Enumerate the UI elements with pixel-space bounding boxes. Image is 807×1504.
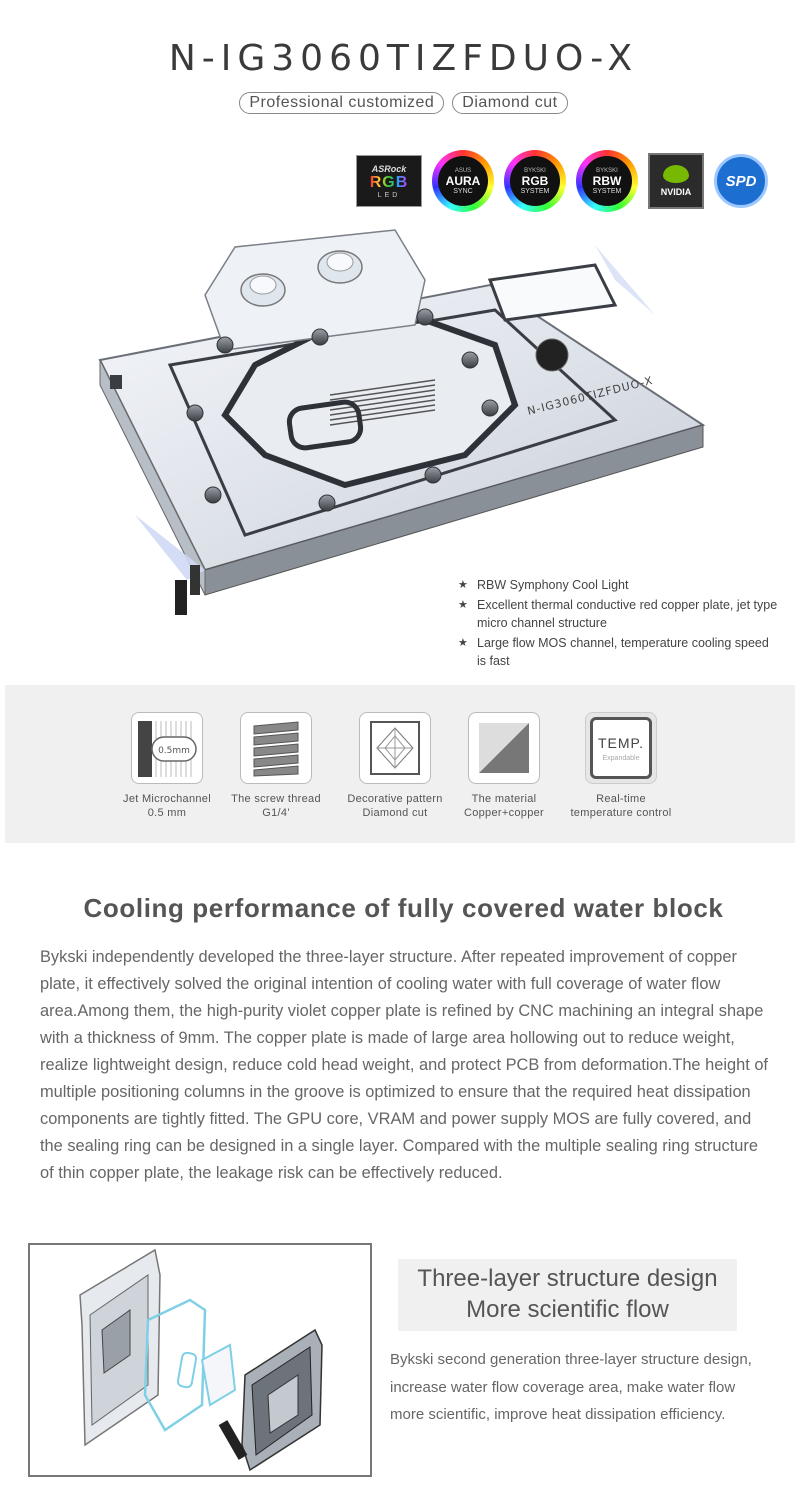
asrock-rgb: RGB xyxy=(369,173,409,191)
feature-item: ★ Excellent thermal conductive red copper… xyxy=(458,596,778,632)
aura-sync-logo: ASUS AURA SYNC xyxy=(432,150,494,212)
tag-diamond-cut: Diamond cut xyxy=(452,92,568,114)
temp-icon-subtext: Expandable xyxy=(602,754,640,762)
water-block-image: N-IG3060TIZFDUO-X xyxy=(98,229,706,615)
screw-thread-icon xyxy=(240,712,312,784)
bykski-rbw-sub: SYSTEM xyxy=(592,187,622,195)
material-icon xyxy=(468,712,540,784)
star-icon: ★ xyxy=(458,637,468,649)
spec-screw-thread: The screw thread G1/4' xyxy=(201,712,351,820)
spec-panel: 0.5mm Jet Microchannel 0.5 mm The screw … xyxy=(5,685,795,843)
bykski-rgb-logo: BYKSKI RGB SYSTEM xyxy=(504,150,566,212)
bykski-rgb-main: RGB xyxy=(521,173,549,188)
asrock-rgb-logo: ASRock RGB LED xyxy=(356,155,422,207)
spec-label-line1: The material xyxy=(471,793,537,805)
bykski-rbw-main: RBW xyxy=(592,173,622,188)
product-title: N-IG3060TIZFDUO-X xyxy=(168,38,639,79)
spec-diamond-cut: Decorative pattern Diamond cut xyxy=(320,712,470,820)
spec-label-line1: Jet Microchannel xyxy=(123,793,211,805)
feature-item: ★ RBW Symphony Cool Light xyxy=(458,576,778,594)
compatibility-logos: ASRock RGB LED ASUS AURA SYNC BYKSKI RGB… xyxy=(356,150,768,212)
spec-temperature: TEMP. Expandable Real-time temperature c… xyxy=(546,712,696,820)
spec-microchannel: 0.5mm Jet Microchannel 0.5 mm xyxy=(92,712,242,820)
spec-label-line1: Real-time xyxy=(596,793,646,805)
section-body: Bykski independently developed the three… xyxy=(40,948,768,1182)
asrock-led: LED xyxy=(377,191,401,199)
bykski-rbw-logo: BYKSKI RBW SYSTEM xyxy=(576,150,638,212)
spec-label-line2: temperature control xyxy=(570,807,672,819)
spec-label-line2: 0.5 mm xyxy=(147,807,187,819)
bykski-rbw-top: BYKSKI xyxy=(596,167,618,174)
star-icon: ★ xyxy=(458,579,468,591)
diamond-icon xyxy=(359,712,431,784)
aura-top: ASUS xyxy=(454,167,472,174)
feature-item: ★ Large flow MOS channel, temperature coo… xyxy=(458,634,778,670)
microchannel-icon: 0.5mm xyxy=(131,712,203,784)
nvidia-text: NVIDIA xyxy=(660,187,692,197)
feature-list: ★ RBW Symphony Cool Light ★ Excellent ther… xyxy=(458,576,778,672)
structure-body: Bykski second generation three-layer str… xyxy=(390,1351,752,1423)
temp-icon-text: TEMP. xyxy=(598,734,644,751)
section-title: Cooling performance of fully covered wat… xyxy=(83,893,724,923)
spec-label-line2: Copper+copper xyxy=(463,807,545,819)
aura-main: AURA xyxy=(445,173,481,188)
feature-text: Excellent thermal conductive red copper … xyxy=(477,598,778,630)
spec-label-line2: G1/4' xyxy=(262,807,290,819)
temp-icon: TEMP. Expandable xyxy=(585,712,657,784)
exploded-view-image xyxy=(28,1243,372,1477)
structure-heading-line2: More scientific flow xyxy=(466,1296,669,1323)
star-icon: ★ xyxy=(458,599,468,611)
nvidia-logo: NVIDIA xyxy=(648,153,704,209)
asrock-brand: ASRock xyxy=(371,163,407,174)
spec-label-line1: Decorative pattern xyxy=(347,793,443,805)
spec-label-line1: The screw thread xyxy=(231,793,321,805)
bykski-rgb-top: BYKSKI xyxy=(524,167,546,174)
microchannel-icon-text: 0.5mm xyxy=(158,746,190,756)
nvidia-eye-icon xyxy=(663,165,689,183)
structure-heading-line1: Three-layer structure design xyxy=(417,1265,718,1292)
spec-label-line2: Diamond cut xyxy=(362,807,428,819)
spd-text: SPD xyxy=(725,172,757,190)
feature-text: Large flow MOS channel, temperature cool… xyxy=(477,636,769,668)
bykski-rgb-sub: SYSTEM xyxy=(520,187,550,195)
spd-logo: SPD xyxy=(714,154,768,208)
tag-professional-customized: Professional customized xyxy=(239,92,445,114)
structure-heading: Three-layer structure design More scient… xyxy=(398,1259,737,1331)
tag-row: Professional customized Diamond cut xyxy=(0,92,807,114)
spec-material: The material Copper+copper xyxy=(429,712,579,820)
aura-sub: SYNC xyxy=(453,187,473,195)
feature-text: RBW Symphony Cool Light xyxy=(477,578,629,592)
